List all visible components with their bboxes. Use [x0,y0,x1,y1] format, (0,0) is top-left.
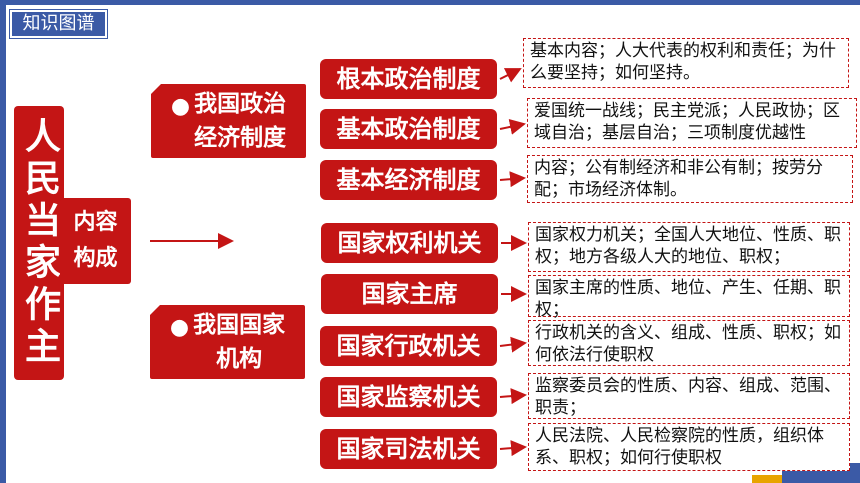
corner-decoration-gold [752,475,782,483]
item-administrative-organs: 国家行政机关 [320,326,497,366]
item-label: 国家行政机关 [336,332,481,360]
item-judicial-organs: 国家司法机关 [320,429,497,469]
item-state-president: 国家主席 [321,274,498,314]
note-fundamental-political-system: 基本内容；人大代表的权利和责任；为什么要坚持；如何坚持。 [523,38,849,88]
arrow-note-3 [499,171,526,188]
arrow-note-8 [499,440,527,457]
section-tag: 知识图谱 [9,9,108,39]
bullet-dot: ● [169,315,190,340]
item-label: 国家司法机关 [336,435,481,463]
main-title: 人民当家作主 [19,117,60,369]
category-political-economic-system: ● 我国政治 经济制度 [151,84,306,158]
item-basic-economic-system: 基本经济制度 [320,160,497,200]
item-label: 根本政治制度 [336,65,481,93]
item-label: 国家主席 [361,280,458,308]
arrow-note-1 [499,68,522,83]
content-composition-label: 内容 构成 [73,210,118,271]
arrow-note-2 [499,119,526,135]
left-border [0,0,6,483]
note-basic-political-system: 爱国统一战线；民主党派；人民政协；区域自治；基层自治；三项制度优越性 [527,98,857,148]
arrow-note-7 [499,388,527,405]
main-title-box: 人民当家作主 [14,106,64,380]
note-basic-economic-system: 内容；公有制经济和非公有制；按劳分配；市场经济体制。 [527,155,853,203]
content-composition-box: 内容 构成 [60,198,131,284]
note-judicial-organs: 人民法院、人民检察院的性质，组织体系、职权；如何行使职权 [528,423,850,471]
item-fundamental-political-system: 根本政治制度 [320,59,497,99]
item-label: 基本经济制度 [336,166,481,194]
arrow-note-6 [499,336,527,353]
note-administrative-organs: 行政机关的含义、组成、性质、职权；如何依法行使职权 [528,320,850,366]
top-border [0,0,860,5]
item-label: 国家权利机关 [337,229,482,257]
note-supervisory-organs: 监察委员会的性质、内容、组成、范围、职责； [528,373,850,419]
item-supervisory-organs: 国家监察机关 [320,377,497,417]
item-label: 国家监察机关 [336,383,481,411]
note-state-power-organs: 国家权力机关；全国人大地位、性质、职权；地方各级人大的地位、职权； [528,222,850,272]
item-state-power-organs: 国家权利机关 [321,223,498,263]
note-state-president: 国家主席的性质、地位、产生、任期、职权； [528,275,850,320]
category-label: 我国国家 机构 [193,312,286,372]
category-label: 我国政治 经济制度 [194,91,287,151]
bullet-dot: ● [170,94,191,119]
category-state-organs: ● 我国国家 机构 [150,305,305,379]
item-label: 基本政治制度 [336,115,481,143]
item-basic-political-system: 基本政治制度 [320,109,497,149]
